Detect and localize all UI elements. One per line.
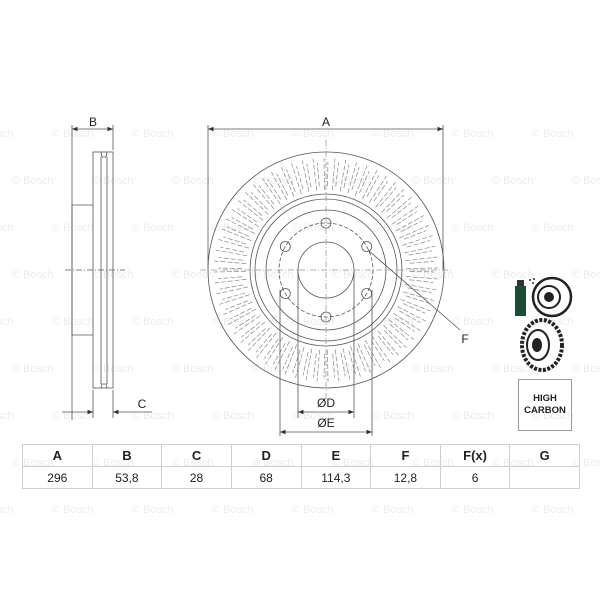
watermark-text: © Bosch: [52, 504, 94, 516]
high-carbon-line2: CARBON: [524, 405, 566, 416]
watermark-text: © Bosch: [372, 504, 414, 516]
value-cell: 12,8: [370, 466, 441, 489]
header-cell: E: [300, 444, 372, 467]
header-cell: B: [91, 444, 163, 467]
dimension-label-b: B: [88, 115, 98, 129]
value-cell: 28: [161, 466, 232, 489]
watermark-text: © Bosch: [212, 504, 254, 516]
value-cell: [509, 466, 580, 489]
dimension-label-a: A: [321, 115, 331, 129]
dimension-label-d: ØD: [317, 396, 335, 410]
dimension-label-e: ØE: [317, 416, 335, 430]
brake-disc-drawing: [62, 125, 573, 436]
side-view: [62, 125, 152, 420]
header-cell: D: [230, 444, 302, 467]
front-view: [200, 125, 461, 436]
high-carbon-badge: HIGH CARBON: [518, 379, 572, 431]
watermark-text: © Bosch: [532, 504, 574, 516]
watermark-text: © Bosch: [292, 504, 334, 516]
watermark-text: © Bosch: [132, 504, 174, 516]
value-cell: 68: [230, 466, 302, 489]
header-cell: A: [22, 444, 93, 467]
dimension-label-f: F: [461, 332, 469, 346]
value-cell: 53,8: [91, 466, 163, 489]
header-cell: F(x): [439, 444, 511, 467]
watermark-text: © Bosch: [0, 504, 14, 516]
dimension-label-c: C: [137, 397, 147, 411]
watermark-text: © Bosch: [452, 504, 494, 516]
value-cell: 296: [22, 466, 93, 489]
vented-disc-icon: [520, 318, 564, 372]
header-cell: G: [509, 444, 580, 467]
value-cell: 6: [439, 466, 511, 489]
table-header-row: A B C D E F F(x) G: [22, 444, 580, 467]
table-row: 296 53,8 28 68 114,3 12,8 6: [22, 466, 580, 489]
cleaner-spray-disc-icon: [515, 276, 573, 318]
header-cell: F: [370, 444, 441, 467]
dimensions-table: A B C D E F F(x) G 296 53,8 28 68 114,3 …: [22, 444, 580, 489]
high-carbon-line1: HIGH: [533, 393, 557, 404]
value-cell: 114,3: [300, 466, 372, 489]
header-cell: C: [161, 444, 232, 467]
